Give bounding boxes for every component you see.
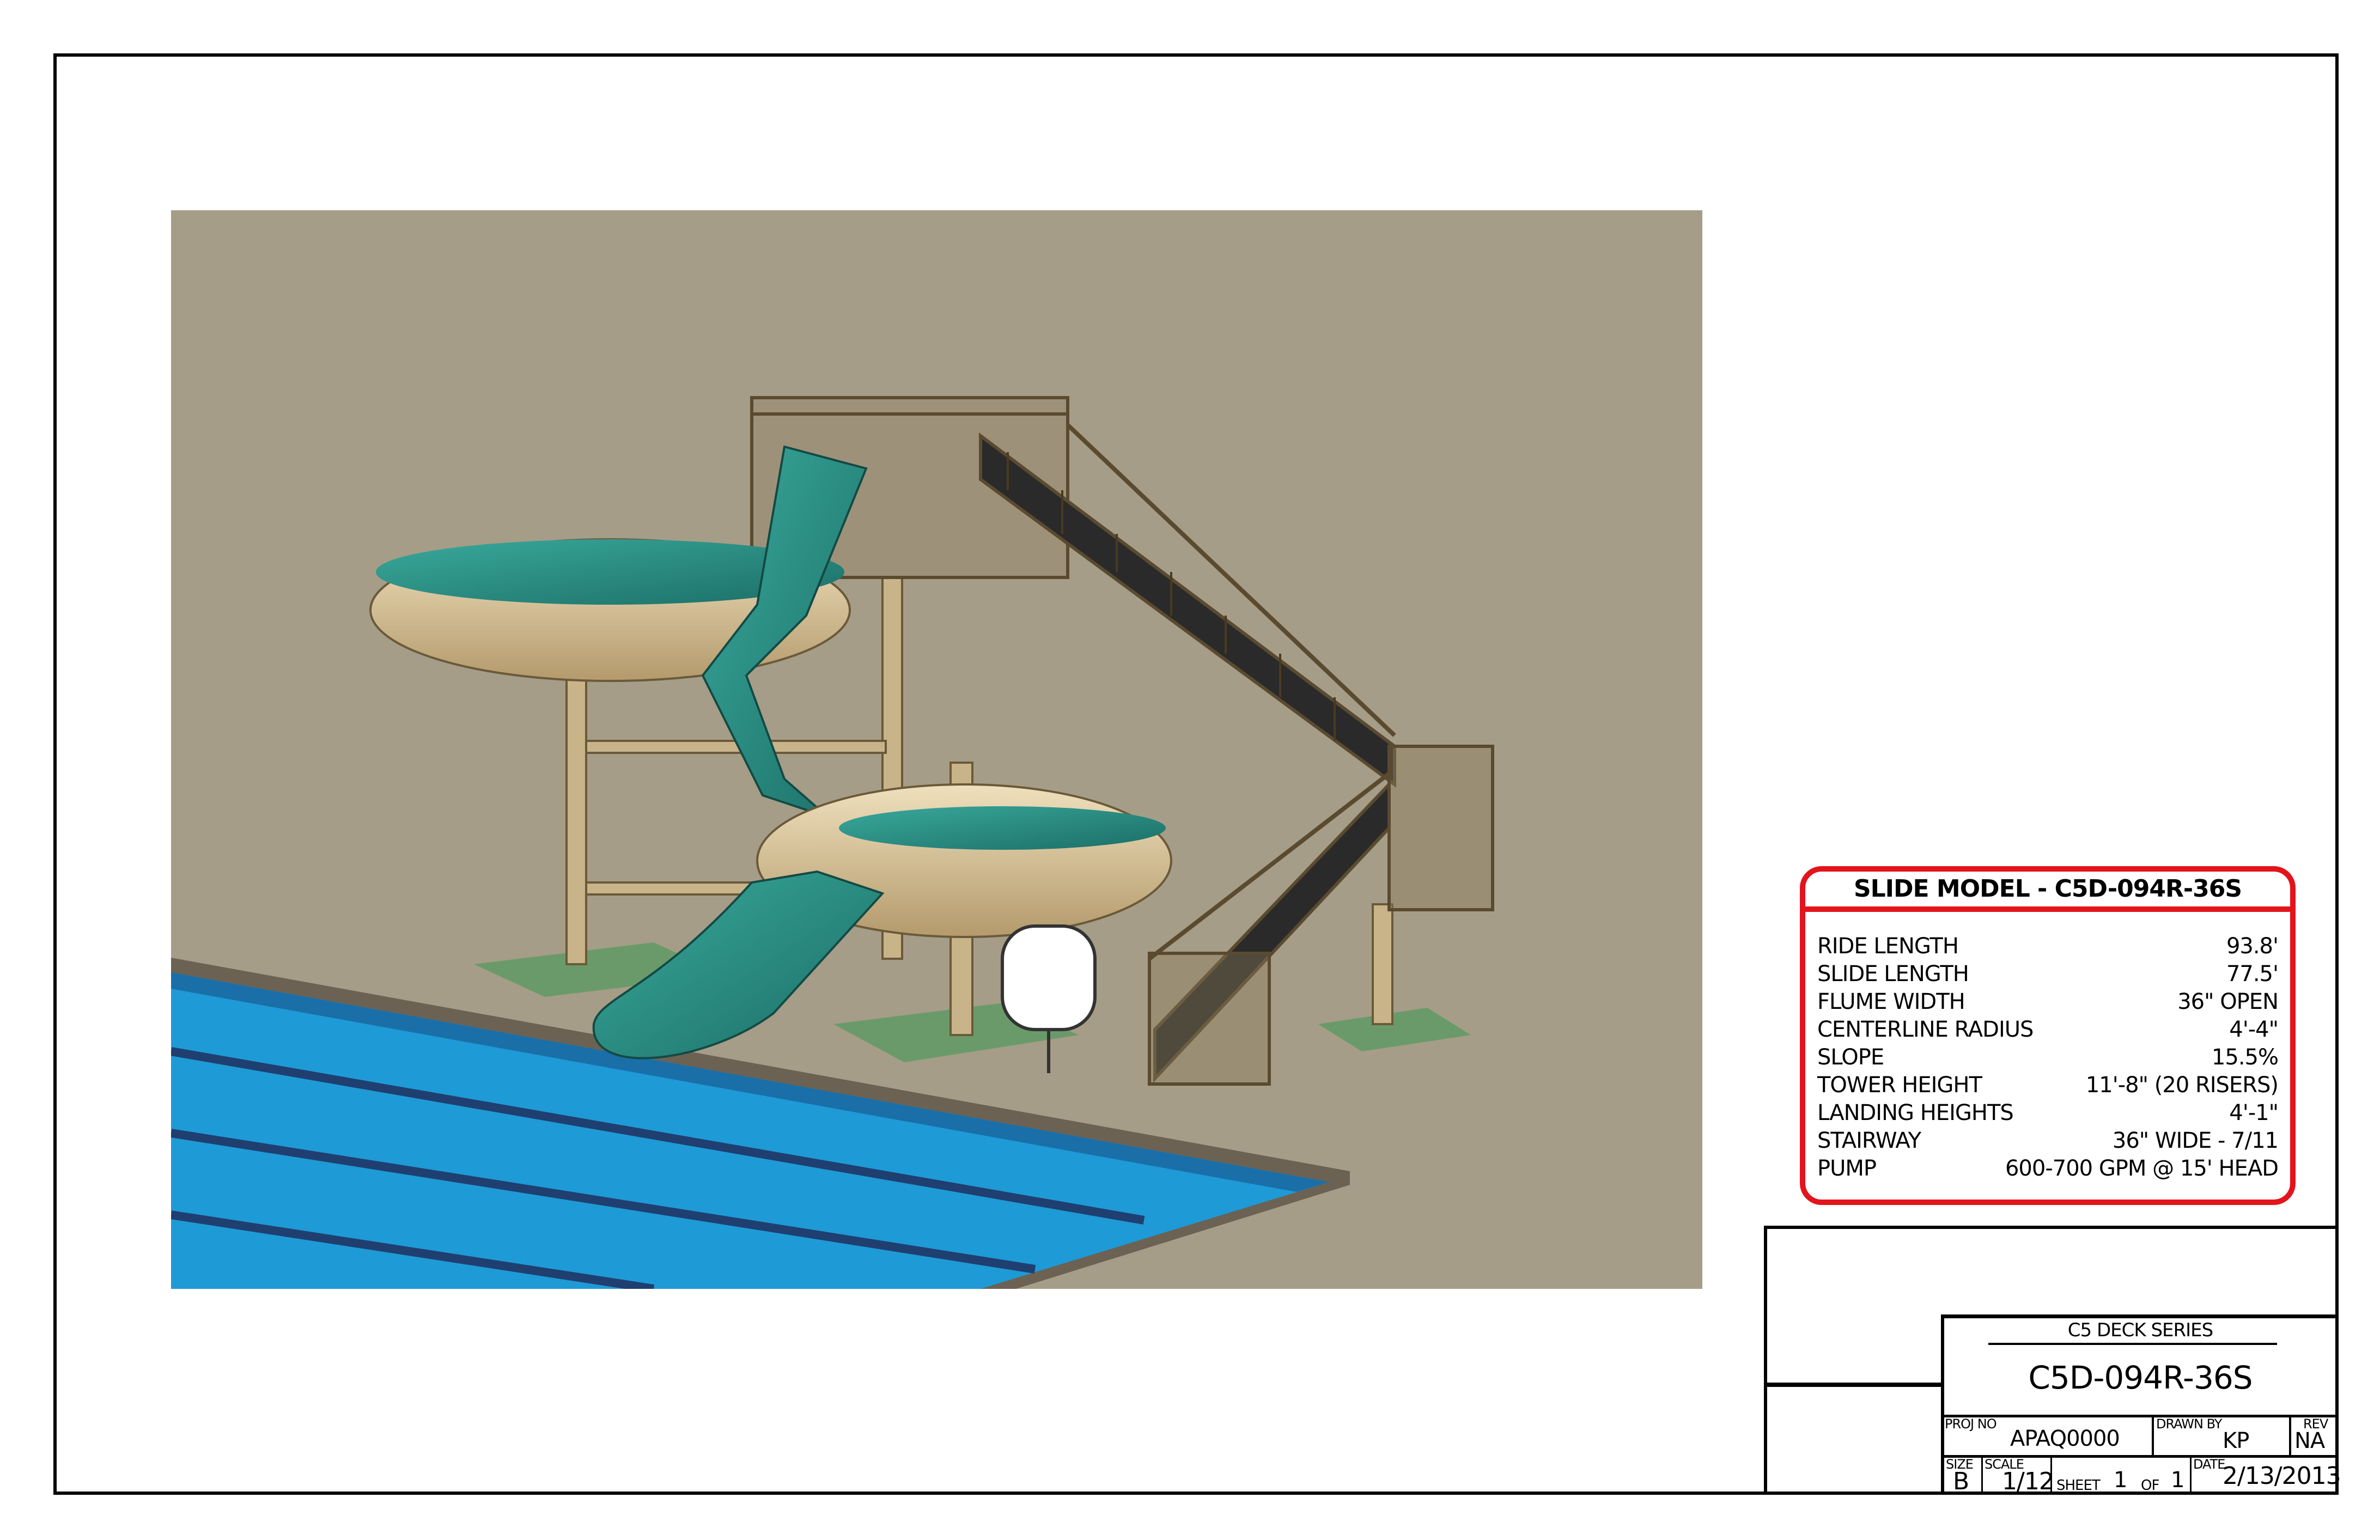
drawing-border	[53, 53, 2339, 1495]
rev-value: NA	[2294, 1428, 2325, 1453]
drawn-by-label: DRAWN BY	[2156, 1416, 2222, 1432]
divider	[1941, 1415, 2339, 1417]
stair-balusters	[1007, 452, 1336, 741]
spec-label: STAIRWAY	[1817, 1128, 1921, 1153]
spec-label: SLOPE	[1817, 1045, 1884, 1070]
sheet-label: SHEET	[2056, 1477, 2101, 1494]
divider	[1941, 1314, 1944, 1495]
spec-value: 4'-4"	[2229, 1017, 2279, 1042]
spec-value: 4'-1"	[2229, 1100, 2279, 1125]
spec-row: CENTERLINE RADIUS 4'-4"	[1817, 1016, 2279, 1044]
spec-value: 11'-8" (20 RISERS)	[2085, 1073, 2279, 1098]
sheet-value: 1	[2114, 1468, 2127, 1493]
divider	[1988, 1343, 2277, 1345]
spec-row: FLUME WIDTH 36" OPEN	[1817, 988, 2279, 1016]
spec-value: 15.5%	[2211, 1045, 2279, 1070]
safety-sign	[1001, 924, 1097, 1073]
series-label: C5 DECK SERIES	[2067, 1319, 2213, 1341]
date-label: DATE	[2193, 1457, 2225, 1472]
of-value: 1	[2171, 1468, 2184, 1493]
size-label: SIZE	[1946, 1457, 1974, 1472]
divider	[2289, 1415, 2291, 1456]
divider	[2152, 1415, 2154, 1456]
divider	[1764, 1226, 1767, 1495]
spec-row: PUMP 600-700 GPM @ 15' HEAD	[1817, 1155, 2279, 1183]
scale-label: SCALE	[1985, 1457, 2024, 1472]
divider	[1764, 1226, 2339, 1229]
divider	[1941, 1455, 2339, 1458]
divider	[1941, 1314, 2339, 1318]
rev-label: REV	[2303, 1416, 2328, 1432]
model-number: C5D-094R-36S	[2028, 1359, 2253, 1396]
divider	[1981, 1455, 1983, 1495]
of-label: OF	[2141, 1477, 2159, 1494]
proj-no-label: PROJ NO	[1945, 1416, 1997, 1432]
slide-flume	[701, 445, 868, 818]
spec-label: SLIDE LENGTH	[1817, 961, 1969, 987]
proj-no-value: APAQ0000	[2010, 1426, 2120, 1451]
spec-row: SLIDE LENGTH 77.5'	[1817, 960, 2279, 988]
spec-label: LANDING HEIGHTS	[1817, 1100, 2014, 1125]
drawn-by-value: KP	[2223, 1428, 2249, 1453]
spec-label: RIDE LENGTH	[1817, 934, 1959, 959]
spec-label: CENTERLINE RADIUS	[1817, 1017, 2034, 1042]
spec-row: LANDING HEIGHTS 4'-1"	[1817, 1099, 2279, 1127]
divider	[1764, 1383, 1944, 1387]
spec-value: 77.5'	[2226, 961, 2279, 987]
slide-exit-run	[592, 870, 885, 1060]
spec-label: TOWER HEIGHT	[1817, 1073, 1982, 1098]
divider	[2190, 1455, 2192, 1495]
spec-title: SLIDE MODEL - C5D-094R-36S	[1805, 872, 2290, 912]
slide-spec-box: SLIDE MODEL - C5D-094R-36S RIDE LENGTH 93…	[1800, 866, 2296, 1205]
spec-value: 36" OPEN	[2177, 989, 2279, 1014]
date-value: 2/13/2013	[2223, 1462, 2341, 1490]
spec-row: RIDE LENGTH 93.8'	[1817, 933, 2279, 960]
scale-value: 1/12	[2002, 1468, 2054, 1495]
pool	[171, 958, 1350, 1289]
divider	[2050, 1455, 2052, 1495]
spec-label: PUMP	[1817, 1156, 1877, 1181]
spec-value: 36" WIDE - 7/11	[2112, 1128, 2279, 1153]
spec-label: FLUME WIDTH	[1817, 989, 1965, 1014]
spec-value: 93.8'	[2226, 934, 2279, 959]
spec-row: SLOPE 15.5%	[1817, 1044, 2279, 1072]
spec-row: STAIRWAY 36" WIDE - 7/11	[1817, 1127, 2279, 1155]
size-value: B	[1953, 1468, 1969, 1495]
spec-row: TOWER HEIGHT 11'-8" (20 RISERS)	[1817, 1072, 2279, 1099]
spec-value: 600-700 GPM @ 15' HEAD	[2005, 1156, 2279, 1181]
